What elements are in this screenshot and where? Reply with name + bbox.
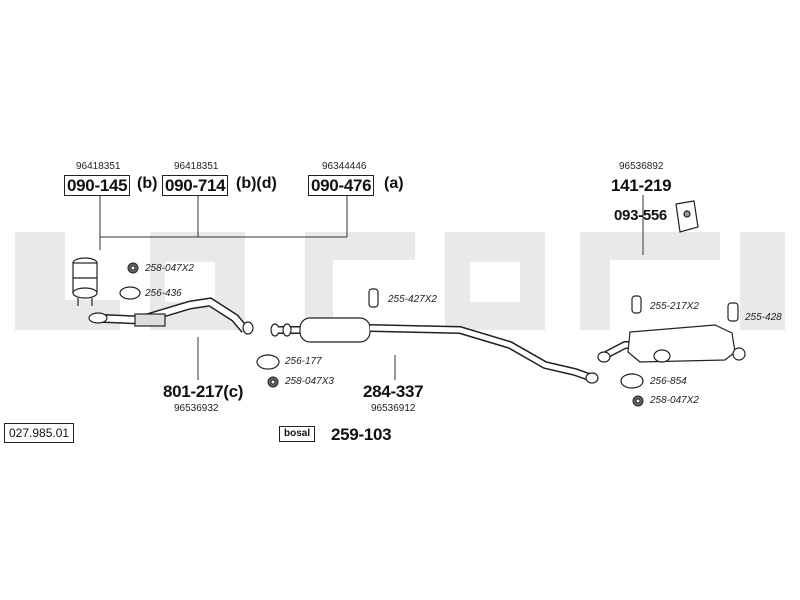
part-suffix: (b) bbox=[137, 175, 158, 192]
gasket-label[interactable]: 256-436 bbox=[145, 288, 182, 299]
clamp-label[interactable]: 255-428 bbox=[745, 312, 782, 323]
nut-icon bbox=[127, 262, 644, 407]
part-number-259-103[interactable]: 259-103 bbox=[331, 425, 392, 444]
oem-number: 96344446 bbox=[322, 161, 367, 172]
nut-label[interactable]: 258-047X2 bbox=[145, 263, 194, 274]
part-suffix: (b)(d) bbox=[236, 175, 277, 192]
catalytic-converter-icon bbox=[72, 257, 98, 306]
part-number-090-145[interactable]: 090-145 bbox=[64, 175, 131, 196]
bracket-icon bbox=[675, 200, 699, 233]
oem-number: 96536892 bbox=[619, 161, 664, 172]
gasket-label[interactable]: 256-854 bbox=[650, 376, 687, 387]
part-number-141-219[interactable]: 141-219 bbox=[611, 176, 672, 195]
gasket-icon bbox=[119, 286, 644, 389]
bosal-logo: bosal bbox=[279, 426, 316, 442]
front-pipe-icon bbox=[88, 297, 254, 335]
nut-label[interactable]: 258-047X2 bbox=[650, 395, 699, 406]
oem-number: 96536932 bbox=[174, 403, 219, 414]
part-number-284-337[interactable]: 284-337 bbox=[363, 382, 424, 401]
oem-number: 96418351 bbox=[76, 161, 121, 172]
rear-silencer-icon bbox=[597, 324, 746, 363]
part-suffix: (a) bbox=[384, 175, 404, 192]
gasket-label[interactable]: 256-177 bbox=[285, 356, 322, 367]
diagram-code: 027.985.01 bbox=[4, 423, 75, 443]
part-number-090-476[interactable]: 090-476 bbox=[308, 175, 375, 196]
clamp-label[interactable]: 255-217X2 bbox=[650, 301, 699, 312]
part-number-090-714[interactable]: 090-714 bbox=[162, 175, 229, 196]
nut-label[interactable]: 258-047X3 bbox=[285, 376, 334, 387]
oem-number: 96536912 bbox=[371, 403, 416, 414]
middle-silencer-icon bbox=[270, 317, 599, 384]
part-number-093-556[interactable]: 093-556 bbox=[614, 207, 667, 224]
part-number-801-217[interactable]: 801-217(c) bbox=[163, 382, 244, 401]
oem-number: 96418351 bbox=[174, 161, 219, 172]
leader-lines bbox=[99, 195, 644, 380]
clamp-label[interactable]: 255-427X2 bbox=[388, 294, 437, 305]
clamp-icon bbox=[368, 288, 739, 322]
